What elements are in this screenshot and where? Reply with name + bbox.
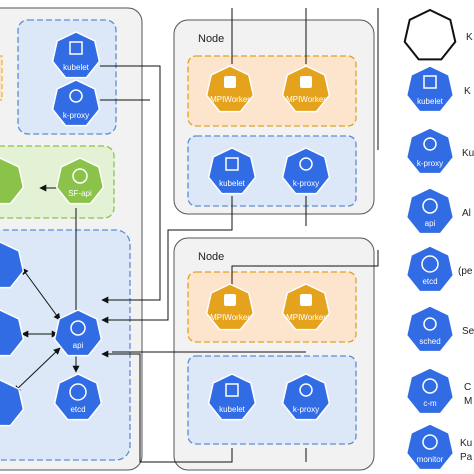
svg-text:etcd: etcd — [422, 277, 437, 286]
svg-text:MPIWorker: MPIWorker — [286, 95, 326, 104]
svg-text:monitor: monitor — [417, 455, 444, 464]
left-control-icon-2 — [0, 309, 25, 357]
legend-text-6b: M — [464, 396, 472, 407]
svg-text:etcd: etcd — [70, 405, 85, 414]
legend: K kubelet K k-proxy Ku api Al etcd (pe — [403, 8, 474, 471]
svg-text:kubelet: kubelet — [63, 63, 90, 72]
svg-text:kubelet: kubelet — [219, 179, 246, 188]
line-node2-top — [231, 250, 379, 290]
svg-text:api: api — [73, 341, 84, 350]
node1-kproxy-icon[interactable]: k-proxy — [281, 147, 331, 195]
legend-text-7: Ku — [460, 438, 472, 449]
node-title-2: Node — [198, 251, 224, 263]
svg-text:k-proxy: k-proxy — [417, 159, 443, 168]
svg-text:MPIWorker: MPIWorker — [210, 95, 250, 104]
legend-monitor-icon: monitor — [405, 423, 455, 471]
sf-api-icon[interactable]: SF-api — [55, 157, 105, 205]
svg-text:SF-api: SF-api — [68, 189, 92, 198]
legend-c-m-icon: c-m — [405, 367, 455, 415]
svg-text:sched: sched — [419, 337, 440, 346]
svg-text:MPIWorker: MPIWorker — [286, 313, 326, 322]
svg-text:k-proxy: k-proxy — [293, 405, 319, 414]
line-api-left-3 — [13, 347, 61, 393]
master-kubelet-icon[interactable]: kubelet — [51, 31, 101, 79]
legend-text-4: (pe — [458, 266, 473, 277]
node2-mpiworker-1-icon[interactable]: MPIWorker — [205, 283, 255, 331]
svg-text:c-m: c-m — [423, 399, 437, 408]
legend-kubelet-icon: kubelet — [405, 65, 455, 113]
legend-api-icon: api — [405, 187, 455, 235]
legend-text-1: K — [464, 86, 471, 97]
legend-text-0: K — [466, 32, 473, 43]
svg-text:kubelet: kubelet — [219, 405, 246, 414]
left-control-icon-1 — [0, 241, 25, 289]
svg-text:k-proxy: k-proxy — [293, 179, 319, 188]
legend-kproxy-icon: k-proxy — [405, 127, 455, 175]
master-kproxy-icon[interactable]: k-proxy — [51, 79, 101, 127]
line-master-kubelet — [100, 65, 161, 304]
legend-node-outline-icon — [403, 8, 457, 61]
node2-kproxy-icon[interactable]: k-proxy — [281, 373, 331, 421]
legend-text-5: Se — [462, 326, 474, 337]
svg-text:k-proxy: k-proxy — [63, 111, 89, 120]
legend-text-7b: Pa — [460, 452, 473, 463]
left-control-icon-3 — [0, 379, 25, 427]
node-title-1: Node — [198, 33, 224, 45]
svg-text:api: api — [425, 219, 436, 228]
legend-text-3: Al — [462, 208, 471, 219]
line-node2-bottom-a — [101, 350, 233, 463]
node1-mpiworker-1-icon[interactable]: MPIWorker — [205, 65, 255, 113]
node2-mpiworker-2-icon[interactable]: MPIWorker — [281, 283, 331, 331]
etcd-icon[interactable]: etcd — [53, 373, 103, 421]
orange-zone-edge — [0, 55, 3, 101]
legend-text-6: C — [464, 382, 471, 393]
node2-kubelet-icon[interactable]: kubelet — [207, 373, 257, 421]
node1-mpiworker-2-icon[interactable]: MPIWorker — [281, 65, 331, 113]
legend-etcd-icon: etcd — [405, 245, 455, 293]
legend-text-2: Ku — [462, 148, 474, 159]
line-node1-bottom-a — [101, 196, 233, 324]
node1-kubelet-icon[interactable]: kubelet — [207, 147, 257, 195]
sf-left-green-icon — [0, 157, 25, 205]
line-api-left-1 — [21, 267, 61, 321]
legend-sched-icon: sched — [405, 305, 455, 353]
svg-text:kubelet: kubelet — [417, 97, 444, 106]
svg-text:MPIWorker: MPIWorker — [210, 313, 250, 322]
api-icon[interactable]: api — [53, 309, 103, 357]
